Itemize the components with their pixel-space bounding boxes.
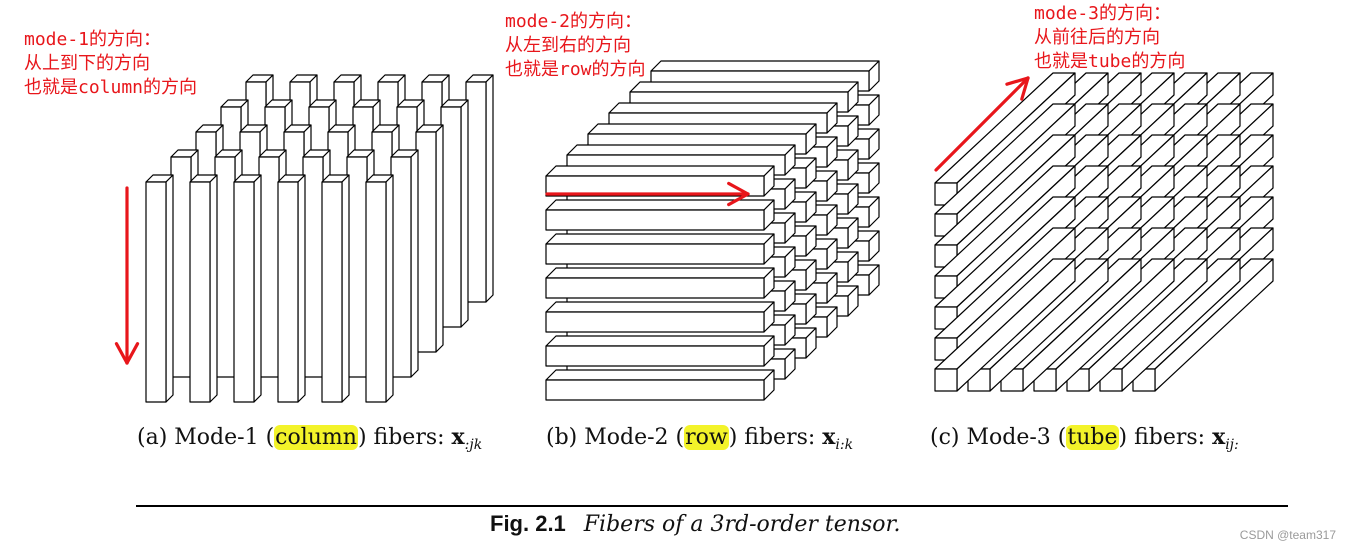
figure-caption: Fig. 2.1 Fibers of a 3rd-order tensor.	[490, 511, 901, 537]
tensor-fibers-diagram	[114, 60, 1274, 403]
fiber-side-face	[165, 174, 174, 403]
caption-b-suffix: ) fibers:	[728, 425, 823, 450]
caption-a: (a) Mode-1 (column) fibers: x:jk	[137, 424, 482, 453]
fiber-front-face	[277, 181, 299, 403]
mode3-annotation: mode-3的方向： 从前往后的方向 也就是tube的方向	[1034, 2, 1185, 74]
fiber-top-face	[545, 369, 775, 381]
fiber-front-face	[189, 181, 211, 403]
mode3-annotation-line: 也就是tube的方向	[1034, 51, 1186, 72]
fiber-top-face	[545, 165, 775, 177]
mode2-annotation-line: 从左到右的方向	[505, 35, 631, 56]
fiber-front-face	[145, 181, 167, 403]
figure-label: Fig. 2.1	[490, 511, 566, 536]
fiber-front-face	[415, 131, 437, 353]
caption-b-highlight: row	[684, 425, 729, 450]
mode1-column-fibers	[145, 74, 494, 403]
fiber-side-face	[485, 74, 494, 303]
mode1-direction-arrow	[114, 186, 140, 365]
caption-a-highlight: column	[274, 425, 358, 450]
caption-b-prefix: (b) Mode-2 (	[546, 425, 685, 450]
fiber-front-face	[321, 181, 343, 403]
caption-b: (b) Mode-2 (row) fibers: xi:k	[546, 424, 853, 453]
caption-c-symbol: x	[1212, 424, 1226, 450]
fiber-side-face	[410, 149, 419, 378]
fiber-front-face	[365, 181, 387, 403]
caption-a-subscript: :jk	[464, 437, 483, 453]
fiber-top-face	[545, 301, 775, 313]
fiber-front-face	[302, 156, 324, 378]
fiber-front-face	[545, 277, 765, 299]
mode1-annotation-line: 从上到下的方向	[24, 53, 150, 74]
mode2-direction-arrow	[545, 181, 750, 207]
fiber-front-face	[545, 243, 765, 265]
fiber-front-face	[390, 156, 412, 378]
fiber-side-face	[341, 174, 350, 403]
fiber-front-face	[346, 156, 368, 378]
fiber-top-face	[587, 123, 817, 135]
mode3-annotation-line: mode-3的方向：	[1034, 3, 1172, 24]
mode2-annotation-line: mode-2的方向：	[505, 11, 643, 32]
caption-c: (c) Mode-3 (tube) fibers: xij:	[930, 424, 1239, 453]
caption-c-suffix: ) fibers:	[1118, 425, 1213, 450]
caption-rule	[136, 505, 1288, 507]
fiber-top-face	[545, 267, 775, 279]
fiber-side-face	[385, 174, 394, 403]
fiber-front-face	[170, 156, 192, 378]
mode2-annotation: mode-2的方向： 从左到右的方向 也就是row的方向	[505, 10, 646, 82]
fiber-top-face	[650, 60, 880, 72]
direction-arrows	[114, 76, 1030, 365]
mode2-annotation-line: 也就是row的方向	[505, 59, 646, 80]
mode3-tube-fibers	[934, 72, 1274, 392]
fiber-front-face	[545, 311, 765, 333]
caption-b-symbol: x	[822, 424, 836, 450]
mode3-direction-arrow	[934, 76, 1030, 172]
fiber-front-face	[934, 368, 958, 392]
fiber-front-face	[545, 379, 765, 401]
fiber-side-face	[253, 174, 262, 403]
caption-c-subscript: ij:	[1225, 437, 1239, 453]
fiber-top-face	[608, 102, 838, 114]
caption-c-highlight: tube	[1066, 425, 1119, 450]
caption-a-suffix: ) fibers:	[357, 425, 452, 450]
fiber-top-face	[545, 233, 775, 245]
fiber-top-face	[629, 81, 859, 93]
fiber-front-face	[545, 209, 765, 231]
fiber-top-face	[566, 144, 796, 156]
mode3-annotation-line: 从前往后的方向	[1034, 27, 1160, 48]
fiber-side-face	[209, 174, 218, 403]
fiber-side-face	[435, 124, 444, 353]
mode2-row-fibers	[545, 60, 880, 401]
fiber-top-face	[545, 335, 775, 347]
fiber-front-face	[545, 345, 765, 367]
caption-c-prefix: (c) Mode-3 (	[930, 425, 1067, 450]
fiber-front-face	[545, 175, 765, 197]
watermark: CSDN @team317	[1239, 528, 1336, 542]
mode1-annotation: mode-1的方向： 从上到下的方向 也就是column的方向	[24, 28, 197, 100]
fiber-top-face	[545, 199, 775, 211]
fiber-side-face	[297, 174, 306, 403]
caption-a-symbol: x	[451, 424, 465, 450]
fiber-front-face	[465, 81, 487, 303]
fiber-front-face	[214, 156, 236, 378]
caption-b-subscript: i:k	[835, 437, 854, 453]
mode1-annotation-line: 也就是column的方向	[24, 77, 198, 98]
caption-a-prefix: (a) Mode-1 (	[137, 425, 275, 450]
fiber-front-face	[233, 181, 255, 403]
mode1-annotation-line: mode-1的方向：	[24, 29, 162, 50]
fiber-front-face	[258, 156, 280, 378]
fiber-side-face	[460, 99, 469, 328]
figure-title: Fibers of a 3rd-order tensor.	[583, 512, 901, 537]
fiber-front-face	[440, 106, 462, 328]
